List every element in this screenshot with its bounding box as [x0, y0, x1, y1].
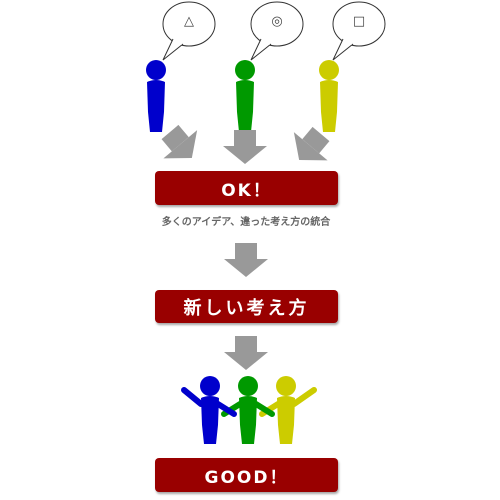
person-green: [235, 60, 255, 132]
step2-banner: 新しい考え方: [155, 290, 338, 323]
thought-bubble-2: [250, 1, 304, 61]
person-blue: [146, 60, 166, 132]
people-holding-hands: [181, 376, 317, 444]
double-circle-icon: ◎: [271, 14, 283, 29]
triangle-icon: △: [184, 14, 194, 29]
step3-banner: GOOD！: [155, 458, 338, 492]
arrow-down-step3: [224, 336, 268, 370]
person-yellow: [319, 60, 339, 132]
arrow-down-step2: [224, 243, 268, 277]
square-icon: □: [352, 14, 366, 29]
thought-bubble-3: [332, 1, 386, 61]
thought-bubble-1: [162, 1, 216, 61]
step1-banner: OK！: [155, 171, 338, 205]
integration-caption: 多くのアイデア、違った考え方の統合: [161, 217, 331, 228]
arrow-down-center: [223, 130, 267, 164]
